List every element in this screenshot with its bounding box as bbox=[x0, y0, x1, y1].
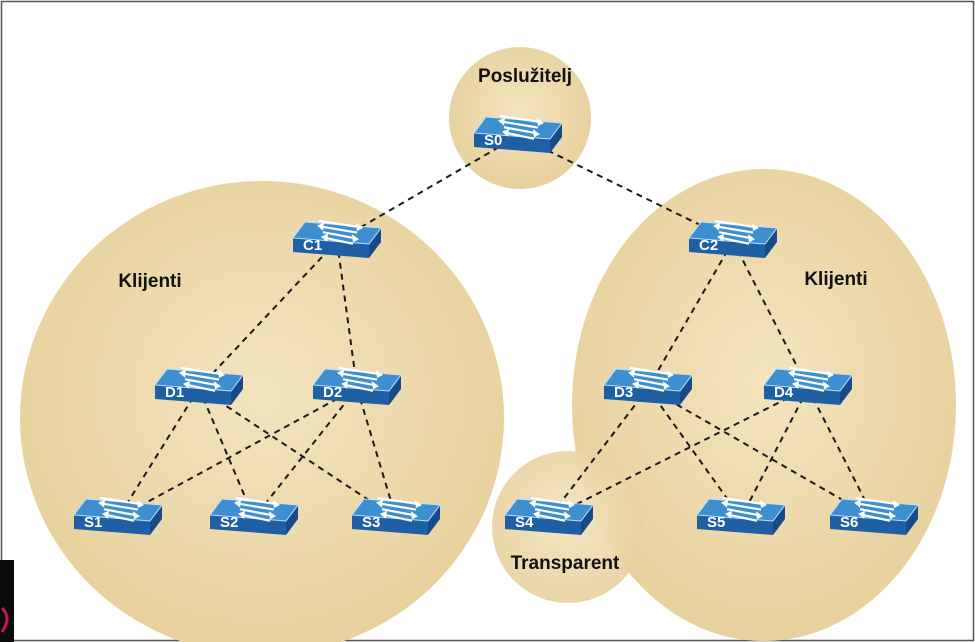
switch-s5: S5 bbox=[696, 496, 786, 535]
switch-s4: S4 bbox=[504, 496, 594, 535]
link-d2-s2 bbox=[253, 387, 358, 519]
link-d3-s5 bbox=[647, 387, 742, 519]
switch-label: S6 bbox=[840, 514, 858, 531]
switch-arrows-icon bbox=[788, 366, 834, 392]
switch-c2: C2 bbox=[688, 219, 778, 258]
link-c1-d2 bbox=[336, 240, 358, 389]
switch-d1: D1 bbox=[154, 366, 244, 405]
link-c1-d1 bbox=[198, 240, 338, 389]
link-s0-c1 bbox=[336, 135, 519, 242]
switch-arrows-icon bbox=[337, 366, 383, 392]
corner-logo-fragment bbox=[0, 560, 14, 642]
switch-arrows-icon bbox=[628, 366, 674, 392]
zone-label-server: Poslužitelj bbox=[478, 66, 572, 87]
link-s0-c2 bbox=[517, 135, 734, 242]
switch-arrows-icon bbox=[179, 366, 225, 392]
switch-label: D2 bbox=[323, 384, 342, 401]
switch-arrows-icon bbox=[98, 496, 144, 522]
switch-arrows-icon bbox=[498, 114, 544, 140]
switch-s6: S6 bbox=[829, 496, 919, 535]
switch-arrows-icon bbox=[234, 496, 280, 522]
switch-label: C2 bbox=[699, 237, 718, 254]
switch-arrows-icon bbox=[713, 219, 759, 245]
link-c2-d4 bbox=[732, 240, 809, 389]
switch-s3: S3 bbox=[351, 496, 441, 535]
switch-s2: S2 bbox=[209, 496, 299, 535]
switch-d4: D4 bbox=[763, 366, 853, 405]
zone-label-clients-right: Klijenti bbox=[804, 269, 867, 290]
switch-label: S3 bbox=[362, 514, 380, 531]
switch-s1: S1 bbox=[73, 496, 163, 535]
zone-labels: Poslužitelj Klijenti Klijenti Transparen… bbox=[118, 66, 867, 574]
switch-label: D4 bbox=[774, 384, 794, 401]
link-d3-s4 bbox=[548, 387, 649, 519]
switch-label: S2 bbox=[220, 514, 238, 531]
switch-label: S0 bbox=[484, 132, 502, 149]
zone-clients-left bbox=[20, 181, 504, 642]
link-d2-s1 bbox=[117, 387, 358, 519]
link-d1-s1 bbox=[117, 387, 200, 519]
links bbox=[117, 135, 875, 519]
link-d4-s5 bbox=[740, 387, 809, 519]
switch-label: S4 bbox=[515, 514, 534, 531]
switch-arrows-icon bbox=[529, 496, 575, 522]
switch-label: S5 bbox=[707, 514, 725, 531]
zone-label-transparent: Transparent bbox=[511, 553, 620, 574]
switch-arrows-icon bbox=[317, 219, 363, 245]
switch-c1: C1 bbox=[292, 219, 382, 258]
switch-label: S1 bbox=[84, 514, 102, 531]
switch-label: D3 bbox=[614, 384, 633, 401]
link-d4-s6 bbox=[807, 387, 875, 519]
link-d4-s4 bbox=[548, 387, 809, 519]
switch-arrows-icon bbox=[376, 496, 422, 522]
link-d2-s3 bbox=[356, 387, 397, 519]
switch-d2: D2 bbox=[312, 366, 402, 405]
switch-label: C1 bbox=[303, 237, 322, 254]
switch-label: D1 bbox=[165, 384, 184, 401]
zone-label-clients-left: Klijenti bbox=[118, 271, 181, 292]
switch-s0: S0 bbox=[473, 114, 563, 153]
link-d1-s2 bbox=[198, 387, 255, 519]
switch-arrows-icon bbox=[854, 496, 900, 522]
switch-arrows-icon bbox=[721, 496, 767, 522]
switch-d3: D3 bbox=[603, 366, 693, 405]
